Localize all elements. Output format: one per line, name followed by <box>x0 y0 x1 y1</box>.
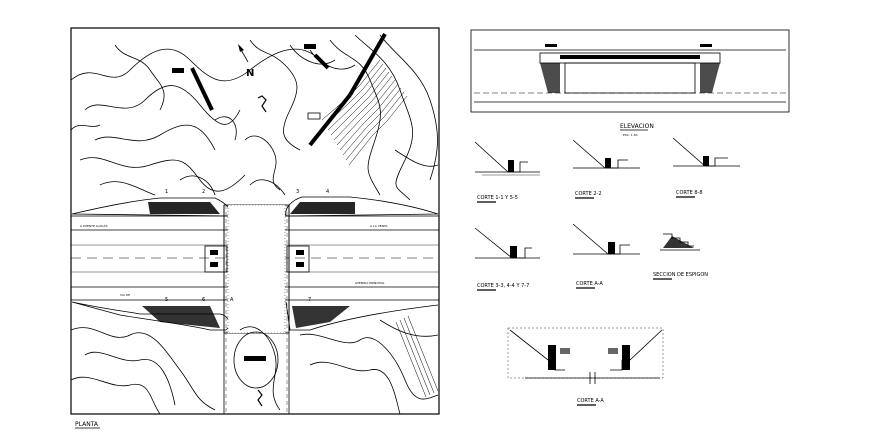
dike-label-box <box>307 112 321 120</box>
road-label-left-bottom: VIA DE <box>120 293 130 297</box>
river-bank-hatch <box>321 59 408 166</box>
section-5-title: CORTE A-A <box>576 281 603 287</box>
section-3-title: CORTE 8-8 <box>676 190 703 196</box>
bridge-deck <box>204 204 310 414</box>
section-5: CORTE A-A <box>572 223 640 289</box>
svg-text:1: 1 <box>165 189 168 195</box>
plan-view: N A PUENTE LLOCAS A LA VENTA VIA DE AVEN… <box>70 27 440 429</box>
elevation-title: ELEVACION <box>620 123 654 130</box>
dike-label-box <box>304 44 316 49</box>
contour-lines-top <box>70 34 439 201</box>
riverbed-island <box>233 331 279 389</box>
section-4-title: CORTE 3-3, 4-4 Y 7-7 <box>477 283 529 289</box>
elevation-view: ELEVACION ESC. 1:50 <box>470 29 790 137</box>
spur-dikes-top <box>190 33 387 147</box>
section-6-title: SECCION DE ESPIGON <box>653 272 708 278</box>
section-6: SECCION DE ESPIGON <box>653 233 708 280</box>
svg-text:7: 7 <box>308 297 311 303</box>
section-7: CORTE A-A <box>507 327 664 406</box>
section-3: CORTE 8-8 <box>672 137 740 198</box>
section-2: CORTE 2-2 <box>572 139 640 199</box>
section-1-title: CORTE 1-1 Y 5-5 <box>477 195 518 201</box>
section-marks-bottom: 5 6 7 A <box>165 297 311 303</box>
flow-arrow-top <box>257 95 267 113</box>
section-2-title: CORTE 2-2 <box>575 191 602 197</box>
dike-label-box <box>172 68 184 73</box>
svg-text:3: 3 <box>296 189 299 195</box>
section-4: CORTE 3-3, 4-4 Y 7-7 <box>474 227 540 291</box>
north-letter: N <box>246 68 254 79</box>
plan-frame <box>70 27 440 415</box>
section-marks-top: 1 2 3 4 <box>165 189 329 195</box>
svg-text:A: A <box>230 297 234 303</box>
svg-text:4: 4 <box>326 189 329 195</box>
svg-text:6: 6 <box>202 297 205 303</box>
road-label-right-bottom: AVENIDA PRINCIPAL <box>355 281 385 285</box>
plan-title: PLANTA <box>75 421 99 428</box>
svg-text:5: 5 <box>165 297 168 303</box>
riverbed-label-box <box>244 356 266 361</box>
svg-text:2: 2 <box>202 189 205 195</box>
north-arrow: N <box>238 44 254 79</box>
road-label-right-top: A LA VENTA <box>370 224 389 228</box>
flow-arrow-bottom <box>257 389 263 407</box>
elevation-scale: ESC. 1:50 <box>623 133 638 137</box>
elevation-frame <box>470 29 790 113</box>
approach-embankments <box>71 196 439 331</box>
road-label-left-top: A PUENTE LLOCAS <box>80 224 108 228</box>
section-1: CORTE 1-1 Y 5-5 <box>474 141 540 203</box>
river-bank-hatch-bottom <box>395 315 439 398</box>
contour-lines-bottom <box>70 319 439 415</box>
section-7-title: CORTE A-A <box>577 398 604 404</box>
